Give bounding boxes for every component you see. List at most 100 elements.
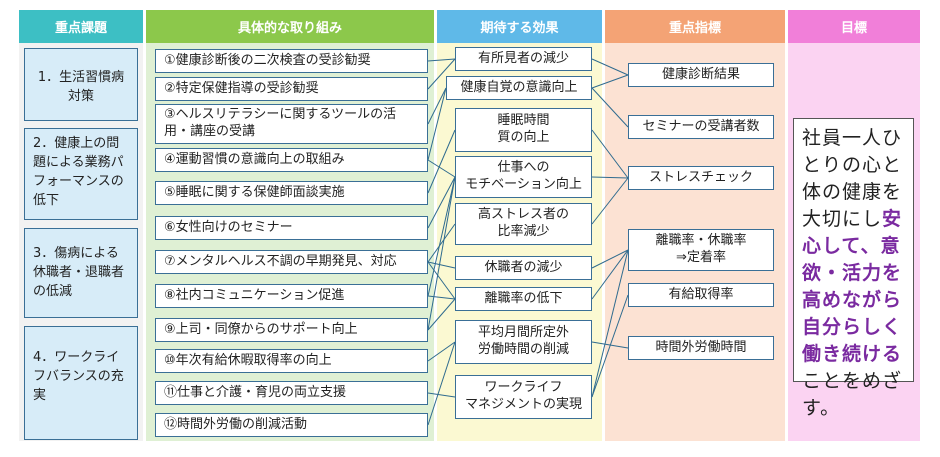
header-goal: 目標 xyxy=(788,10,920,43)
action-box: ②特定保健指導の受診勧奨 xyxy=(155,77,428,101)
connector-line xyxy=(427,392,456,398)
category-text: 2．健康上の問 xyxy=(33,136,120,151)
category-work-performance: 2．健康上の問 題による業務パ フォーマンスの 低下 xyxy=(24,128,138,220)
effect-label: マネジメントの実現 xyxy=(464,397,582,412)
action-box: ⑥女性向けのセミナー xyxy=(155,216,428,240)
action-box: ⑤睡眠に関する保健師面談実施 xyxy=(155,181,428,205)
connector-line xyxy=(427,298,456,331)
effect-label: ワークライフ xyxy=(484,380,563,396)
effect-label: モチベーション向上 xyxy=(465,177,582,192)
action-label: ⑫時間外労働の削減活動 xyxy=(164,416,308,432)
connector-line xyxy=(591,249,629,269)
category-text: フバランスの充 xyxy=(33,368,124,384)
effect-label: 睡眠時間 xyxy=(497,113,550,129)
effect-label: 仕事への xyxy=(497,160,550,176)
connector-line xyxy=(427,87,447,125)
connector-line xyxy=(427,341,456,362)
category-text: 3．傷病による xyxy=(33,246,119,261)
action-label: ③ヘルスリテラシーに関するツールの活 xyxy=(164,107,397,123)
category-work-life-balance: 4．ワークライ フバランスの充 実 xyxy=(24,326,138,440)
connector-line xyxy=(427,58,456,62)
effect-box: 高ストレス者の比率減少 xyxy=(455,203,592,245)
action-label: ②特定保健指導の受診勧奨 xyxy=(164,80,319,96)
connector-line xyxy=(427,261,456,300)
effect-label: 労働時間の削減 xyxy=(477,342,569,357)
effect-label: 平均月間所定外 xyxy=(477,325,569,341)
action-box: ③ヘルスリテラシーに関するツールの活用・講座の受講 xyxy=(155,104,428,144)
goal-text: ことをめざす。 xyxy=(802,369,903,419)
effect-label: 高ストレス者の xyxy=(477,207,569,223)
action-label: 用・講座の受講 xyxy=(164,124,256,139)
connector-line xyxy=(591,249,629,300)
action-box: ⑨上司・同僚からのサポート向上 xyxy=(155,318,428,342)
category-text: 対策 xyxy=(67,88,94,104)
effect-box: 平均月間所定外労働時間の削減 xyxy=(455,320,592,364)
action-label: ⑩年次有給休暇取得率の向上 xyxy=(164,352,332,368)
category-text: 実 xyxy=(33,387,47,403)
connector-line xyxy=(591,176,629,179)
effect-label: 健康自覚の意識向上 xyxy=(460,79,578,95)
connector-line xyxy=(427,176,456,229)
connector-line xyxy=(591,249,629,398)
action-label: ⑪仕事と介護・育児の両立支援 xyxy=(164,384,347,400)
effect-box: 離職率の低下 xyxy=(455,287,592,311)
category-text: の低減 xyxy=(33,283,73,299)
connector-line xyxy=(427,176,456,297)
category-text: 4．ワークライ xyxy=(33,350,120,365)
connector-line xyxy=(591,74,629,89)
connector-line xyxy=(427,159,456,178)
action-box: ⑫時間外労働の削減活動 xyxy=(155,413,428,437)
action-label: ⑧社内コミュニケーション促進 xyxy=(164,287,345,303)
goal-text: 社員一人ひとりの心と体の健康を大切にし xyxy=(802,127,903,230)
effect-box: 有所見者の減少 xyxy=(455,47,592,71)
action-box: ④運動習慣の意識向上の取組み xyxy=(155,148,428,172)
header-priority-issue: 重点課題 xyxy=(19,10,143,43)
effect-box: 休職者の減少 xyxy=(455,256,592,280)
connector-line xyxy=(591,177,629,225)
indicator-label: 離職率・休職率 xyxy=(655,233,747,249)
action-box: ⑧社内コミュニケーション促進 xyxy=(155,284,428,308)
connector-line xyxy=(427,341,456,426)
category-text: 1．生活習慣病 xyxy=(37,70,125,85)
connector-line xyxy=(427,223,456,263)
effect-label: 比率減少 xyxy=(497,224,550,239)
header-key-indicators: 重点指標 xyxy=(605,10,785,43)
connector-line xyxy=(427,176,456,331)
connector-line xyxy=(591,58,629,76)
category-text: 題による業務パ xyxy=(33,154,124,170)
category-text: 低下 xyxy=(33,192,60,208)
effect-label: 休職者の減少 xyxy=(484,259,563,275)
action-box: ①健康診断後の二次検査の受診勧奨 xyxy=(155,49,428,73)
connector-line xyxy=(591,129,629,179)
effect-label: 有所見者の減少 xyxy=(477,50,569,66)
header-actions: 具体的な取り組み xyxy=(146,10,434,43)
category-text: 休職者・退職者 xyxy=(33,264,125,280)
indicator-label: ストレスチェック xyxy=(648,169,753,185)
action-label: ④運動習慣の意識向上の取組み xyxy=(164,151,345,167)
indicator-label: 時間外労働時間 xyxy=(655,339,747,355)
header-expected-effects: 期待する効果 xyxy=(437,10,602,43)
goal-highlight-text: 安心して、意欲・活力を高めながら自分らしく働き続ける xyxy=(802,207,903,365)
indicator-box: 時間外労働時間 xyxy=(628,336,774,360)
action-label: ⑦メンタルヘルス不調の早期発見、対応 xyxy=(164,253,397,269)
indicator-box: セミナーの受講者数 xyxy=(628,115,774,139)
connector-line xyxy=(427,58,456,90)
effect-box: 睡眠時間質の向上 xyxy=(455,108,592,152)
action-label: ⑤睡眠に関する保健師面談実施 xyxy=(164,184,345,200)
indicator-box: ストレスチェック xyxy=(628,166,774,190)
indicator-label: 健康診断結果 xyxy=(661,66,740,82)
effect-box: ワークライフマネジメントの実現 xyxy=(455,375,592,419)
indicator-box: 有給取得率 xyxy=(628,283,774,307)
indicator-label: セミナーの受講者数 xyxy=(642,118,760,134)
category-text: フォーマンスの xyxy=(33,173,124,189)
action-box: ⑦メンタルヘルス不調の早期発見、対応 xyxy=(155,250,428,274)
action-label: ①健康診断後の二次検査の受診勧奨 xyxy=(164,52,371,68)
effect-box: 健康自覚の意識向上 xyxy=(446,76,592,100)
category-leave-reduction: 3．傷病による 休職者・退職者 の低減 xyxy=(24,228,138,318)
action-box: ⑩年次有給休暇取得率の向上 xyxy=(155,349,428,373)
action-box: ⑪仕事と介護・育児の両立支援 xyxy=(155,381,428,405)
connector-line xyxy=(427,261,456,269)
effect-label: 質の向上 xyxy=(497,130,550,145)
indicator-label: ⇒定着率 xyxy=(676,250,726,265)
